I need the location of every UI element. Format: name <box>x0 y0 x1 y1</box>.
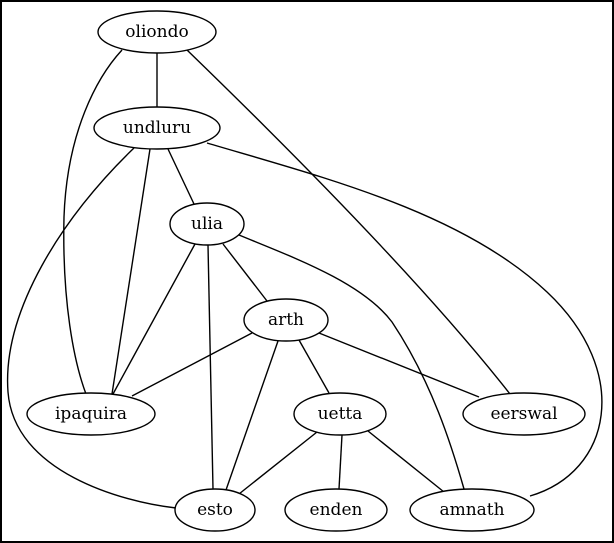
edge-uetta-enden <box>338 434 343 490</box>
node-amnath[interactable]: amnath <box>409 488 535 532</box>
edge-arth-uetta <box>298 339 330 394</box>
node-arth[interactable]: arth <box>243 298 329 342</box>
edge-arth-eerswal <box>318 332 480 398</box>
node-esto-label: esto <box>197 500 233 520</box>
node-eerswal-shape <box>462 392 586 436</box>
edge-uetta-esto <box>238 431 318 495</box>
edge-ulia-arth <box>222 243 268 302</box>
edge-undluru-esto <box>6 147 177 509</box>
node-uetta[interactable]: uetta <box>293 392 387 436</box>
edge-oliondo-eerswal <box>186 49 511 395</box>
node-undluru[interactable]: undluru <box>93 106 221 150</box>
node-arth-shape <box>243 298 329 342</box>
node-ulia-label: ulia <box>191 214 223 234</box>
edge-undluru-ipaquira <box>111 148 151 395</box>
node-esto[interactable]: esto <box>174 488 256 532</box>
node-amnath-shape <box>409 488 535 532</box>
node-amnath-label: amnath <box>439 500 504 520</box>
node-ipaquira[interactable]: ipaquira <box>26 392 156 436</box>
node-ulia-shape <box>169 202 245 246</box>
edge-ulia-amnath <box>238 234 465 490</box>
node-eerswal[interactable]: eerswal <box>462 392 586 436</box>
node-ipaquira-shape <box>26 392 156 436</box>
edge-undluru-amnath <box>206 142 603 497</box>
edge-uetta-amnath <box>367 430 445 493</box>
node-oliondo[interactable]: oliondo <box>97 10 217 54</box>
nodes-layer: oliondo undluru ulia arth ipaquira uetta <box>26 10 586 532</box>
node-enden[interactable]: enden <box>284 488 388 532</box>
node-eerswal-label: eerswal <box>490 404 557 424</box>
node-uetta-label: uetta <box>318 404 363 424</box>
node-enden-label: enden <box>310 500 363 520</box>
edge-arth-ipaquira <box>131 332 253 397</box>
edges-layer <box>6 49 603 509</box>
node-undluru-label: undluru <box>123 118 191 138</box>
node-enden-shape <box>284 488 388 532</box>
edge-arth-esto <box>225 340 279 491</box>
edge-oliondo-ipaquira <box>63 49 123 395</box>
edge-undluru-ulia <box>167 148 195 205</box>
edge-ulia-ipaquira <box>112 243 196 395</box>
node-uetta-shape <box>293 392 387 436</box>
node-oliondo-shape <box>97 10 217 54</box>
edge-ulia-esto <box>207 244 214 490</box>
node-esto-shape <box>174 488 256 532</box>
node-ipaquira-label: ipaquira <box>55 404 127 424</box>
node-undluru-shape <box>93 106 221 150</box>
node-arth-label: arth <box>268 310 304 330</box>
node-ulia[interactable]: ulia <box>169 202 245 246</box>
node-oliondo-label: oliondo <box>125 22 188 42</box>
